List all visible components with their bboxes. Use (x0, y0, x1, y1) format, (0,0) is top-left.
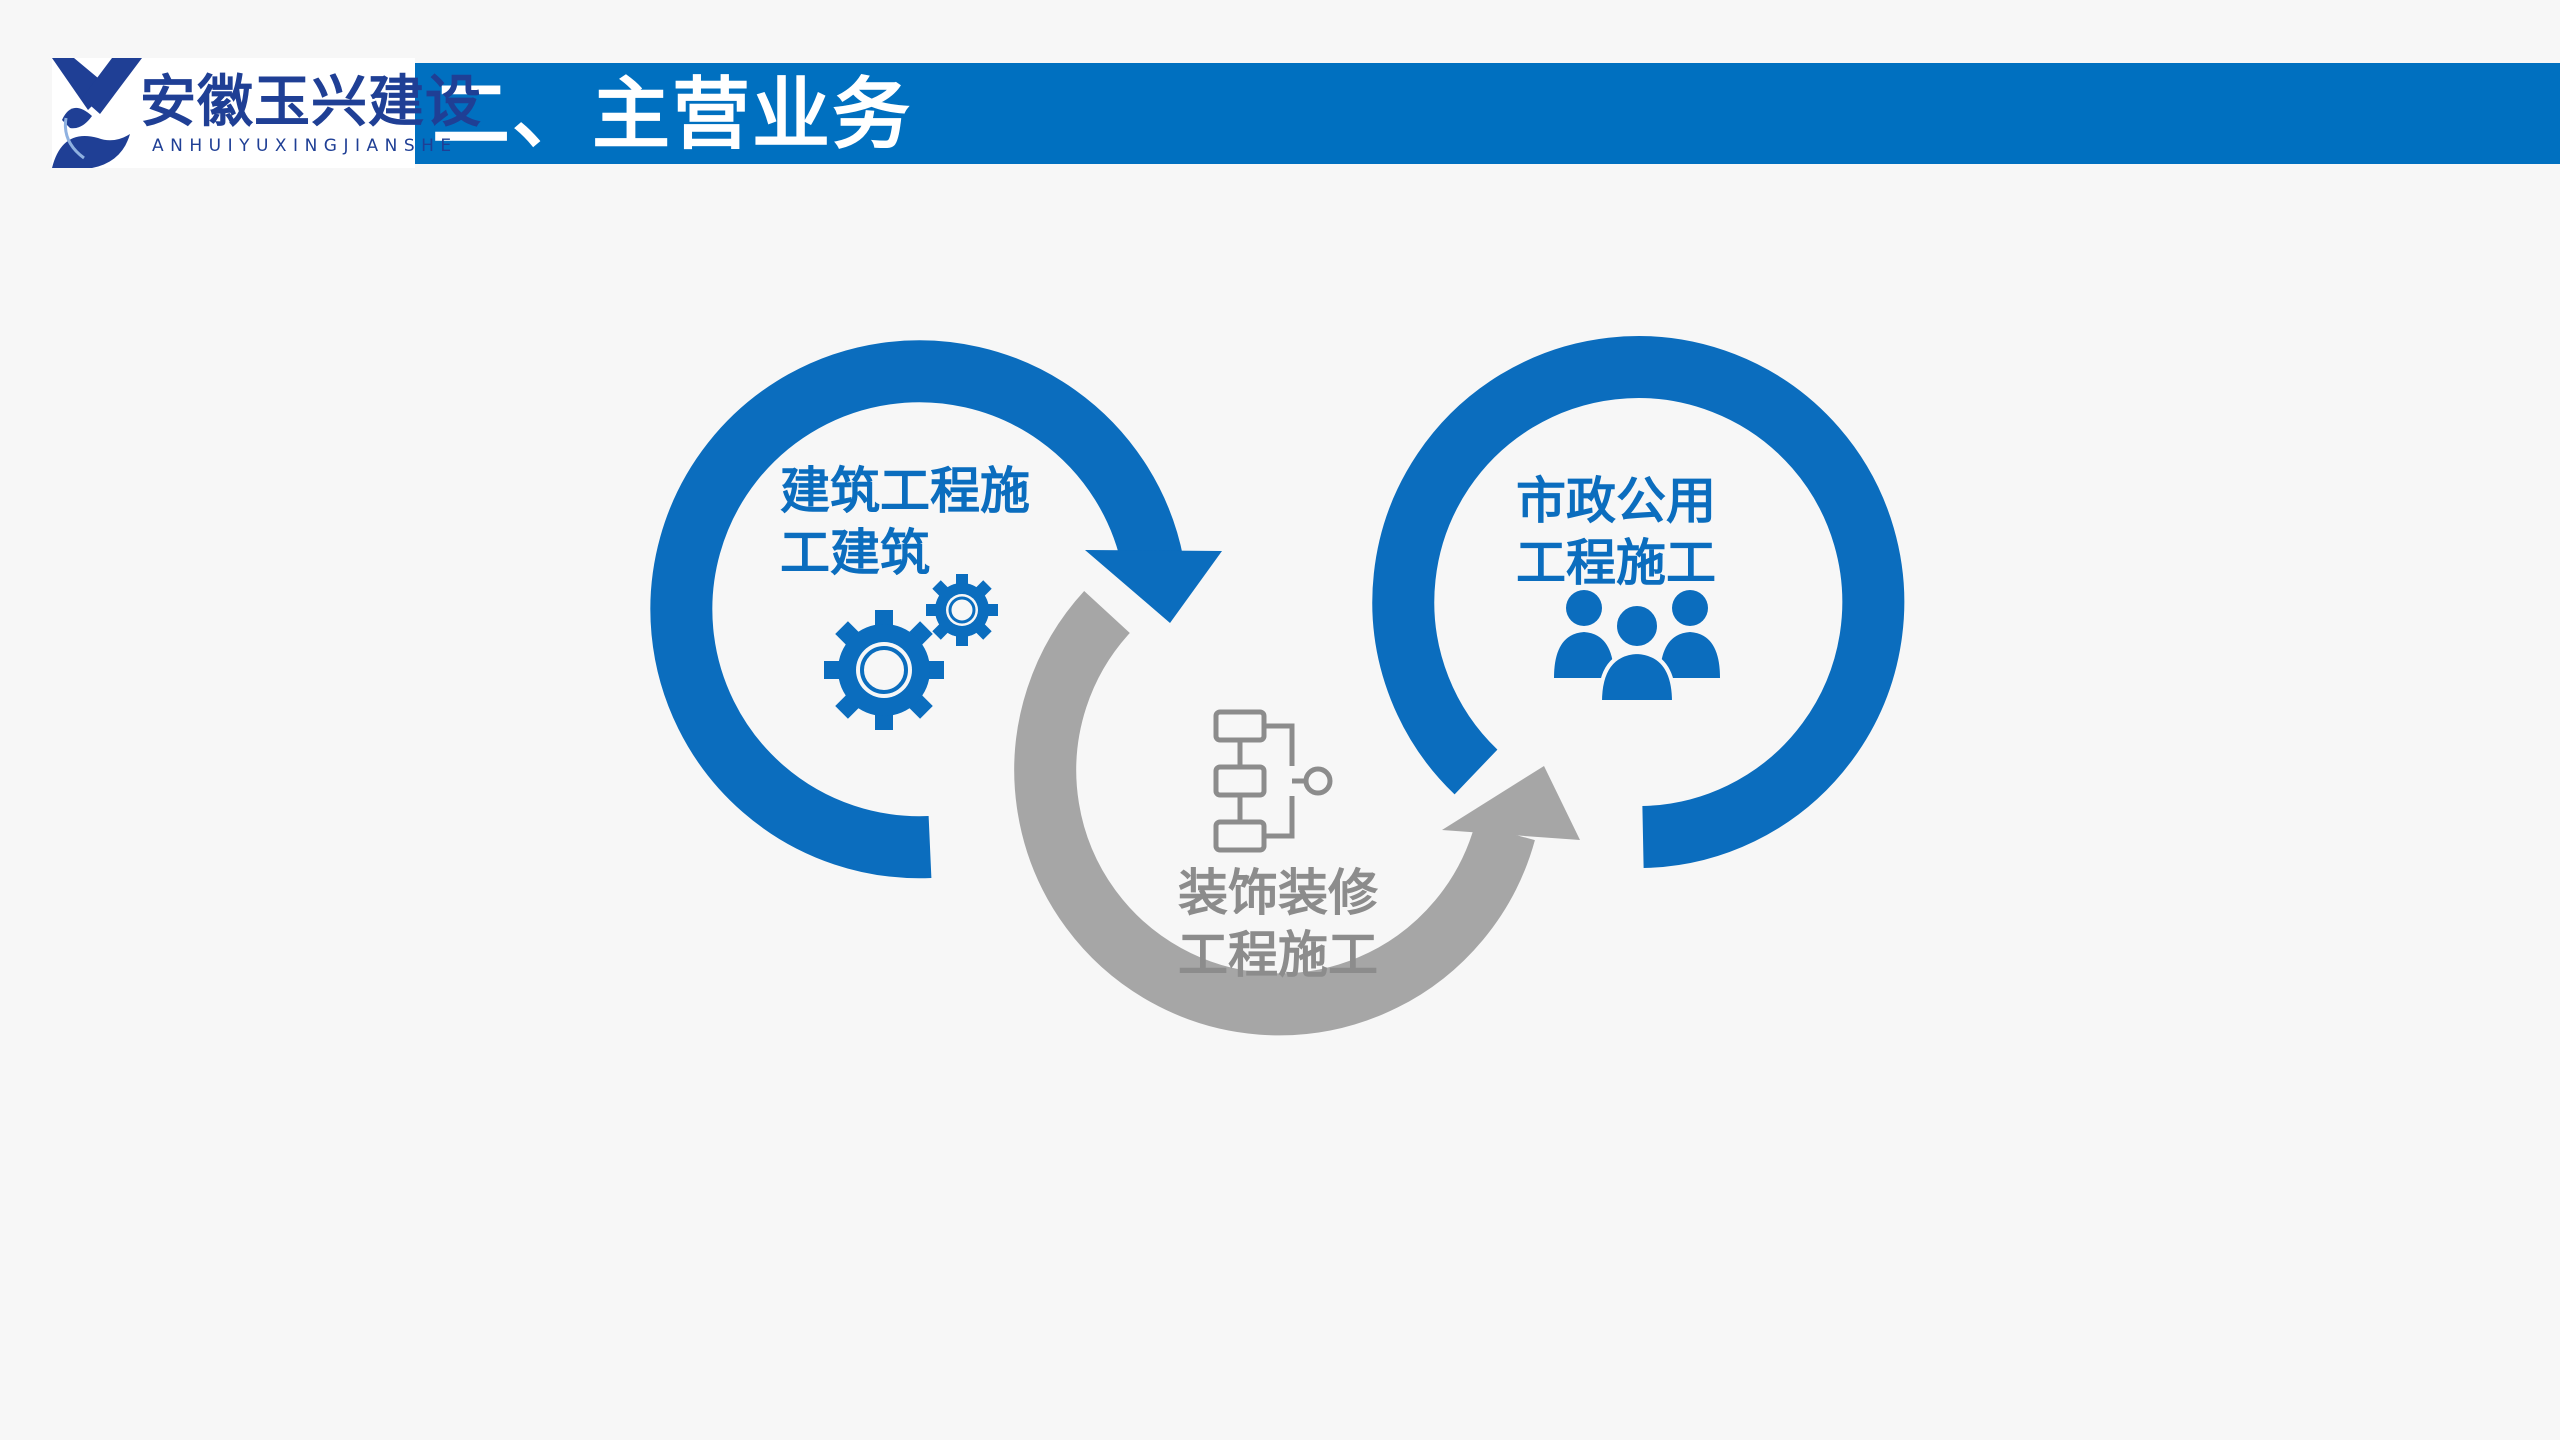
left-ring-arc (650, 340, 1184, 879)
left-ring-arrowhead (1085, 550, 1222, 623)
logo-mark-icon (52, 58, 142, 168)
page-title: 二、主营业务 (432, 70, 913, 160)
company-logo: 安徽玉兴建设 ANHUIYUXINGJIANSHE (52, 58, 481, 168)
node-label-building: 建筑工程施 工建筑 (780, 460, 1030, 584)
node-label-building-line1: 建筑工程施 (780, 462, 1030, 520)
gears-icon (824, 574, 998, 730)
header-bar (415, 63, 2560, 164)
node-label-decoration-line1: 装饰装修 (1178, 864, 1378, 922)
node-label-municipal-line2: 工程施工 (1516, 534, 1716, 592)
node-label-municipal: 市政公用 工程施工 (1516, 470, 1716, 594)
flowchart-icon (1213, 709, 1333, 853)
node-label-municipal-line1: 市政公用 (1516, 472, 1716, 530)
node-label-building-line2: 工建筑 (780, 524, 930, 582)
node-label-decoration-line2: 工程施工 (1178, 926, 1378, 984)
logo-subtitle: ANHUIYUXINGJIANSHE (152, 136, 458, 156)
right-ring-arc-visible (1372, 336, 1905, 868)
middle-ring-arc (1014, 591, 1535, 1036)
node-label-decoration: 装饰装修 工程施工 (1178, 862, 1378, 986)
middle-ring-arrowhead (1442, 766, 1580, 840)
people-group-icon (1554, 590, 1720, 704)
logo-name: 安徽玉兴建设 (140, 70, 482, 135)
